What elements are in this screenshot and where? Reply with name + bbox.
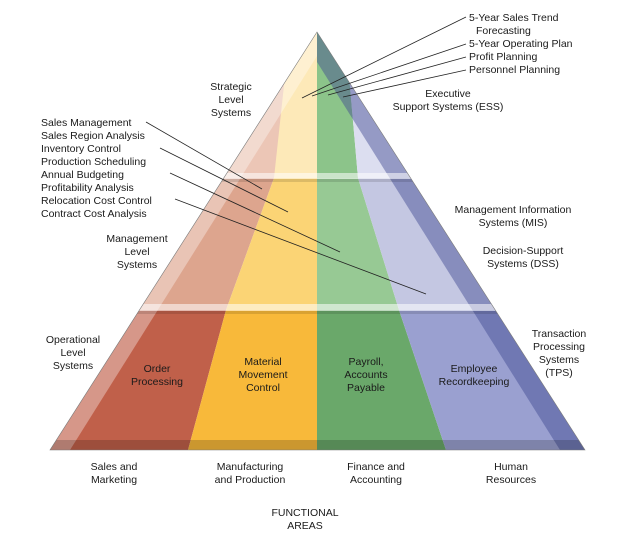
svg-text:Strategic: Strategic [210, 81, 251, 93]
operational-level-label: Operational Level Systems [46, 334, 100, 372]
svg-text:Transaction: Transaction [532, 328, 587, 340]
mgmt-item-relocation-cost-control: Relocation Cost Control [41, 195, 152, 207]
management-manufacturing-column [226, 178, 317, 310]
svg-text:Human: Human [494, 461, 528, 473]
executive-items: 5-Year Sales Trend Forecasting 5-Year Op… [469, 12, 573, 76]
svg-text:Level: Level [124, 246, 149, 258]
management-level-label: Management Level Systems [106, 233, 167, 271]
svg-text:Sales and: Sales and [91, 461, 138, 473]
svg-text:Marketing: Marketing [91, 474, 137, 486]
mgmt-item-sales-region-analysis: Sales Region Analysis [41, 130, 145, 142]
svg-text:Systems: Systems [53, 360, 93, 372]
svg-text:Management Information: Management Information [455, 204, 572, 216]
svg-text:(TPS): (TPS) [545, 367, 572, 379]
mgmt-item-annual-budgeting: Annual Budgeting [41, 169, 124, 181]
mgmt-item-sales-management: Sales Management [41, 117, 132, 129]
svg-text:Control: Control [246, 382, 280, 394]
svg-text:Operational: Operational [46, 334, 100, 346]
mgmt-item-contract-cost-analysis: Contract Cost Analysis [41, 208, 147, 220]
leader-lines [145, 16, 467, 295]
svg-text:Manufacturing: Manufacturing [217, 461, 284, 473]
management-items: Sales Management Sales Region Analysis I… [41, 117, 152, 220]
svg-text:FUNCTIONAL: FUNCTIONAL [271, 507, 338, 519]
svg-text:and Production: and Production [215, 474, 286, 486]
svg-text:Material: Material [244, 356, 281, 368]
svg-text:Movement: Movement [238, 369, 287, 381]
svg-text:Management: Management [106, 233, 167, 245]
svg-text:Resources: Resources [486, 474, 536, 486]
mgmt-item-profitability-analysis: Profitability Analysis [41, 182, 134, 194]
svg-text:Order: Order [144, 363, 171, 375]
area-human-resources: Human Resources [486, 461, 536, 486]
mgmt-item-production-scheduling: Production Scheduling [41, 156, 146, 168]
tps-label: Transaction Processing Systems (TPS) [532, 328, 587, 379]
svg-text:Accounts: Accounts [344, 369, 387, 381]
operational-finance-column [317, 310, 446, 450]
svg-text:Executive: Executive [425, 88, 471, 100]
strategic-level-label: Strategic Level Systems [210, 81, 251, 119]
svg-text:Level: Level [218, 94, 243, 106]
svg-text:Payable: Payable [347, 382, 385, 394]
svg-text:Systems: Systems [211, 107, 251, 119]
svg-text:Systems: Systems [539, 354, 579, 366]
cell-employee-recordkeeping: Employee Recordkeeping [439, 363, 510, 388]
exec-item-personnel-planning: Personnel Planning [469, 64, 560, 76]
management-finance-column [317, 178, 399, 310]
cell-order-processing: Order Processing [131, 363, 183, 388]
svg-text:Finance and: Finance and [347, 461, 405, 473]
mgmt-item-inventory-control: Inventory Control [41, 143, 121, 155]
svg-text:Level: Level [60, 347, 85, 359]
ess-label: Executive Support Systems (ESS) [393, 88, 504, 113]
dss-label: Decision-Support Systems (DSS) [483, 245, 564, 270]
area-manufacturing-production: Manufacturing and Production [215, 461, 286, 486]
svg-text:Employee: Employee [451, 363, 498, 375]
area-finance-accounting: Finance and Accounting [347, 461, 405, 486]
cell-payroll-accounts-payable: Payroll, Accounts Payable [344, 356, 387, 394]
svg-text:Accounting: Accounting [350, 474, 402, 486]
svg-text:Processing: Processing [533, 341, 585, 353]
strategic-manufacturing-column [274, 32, 317, 178]
exec-item-sales-trend: 5-Year Sales Trend [469, 12, 559, 24]
operational-manufacturing-column [188, 310, 317, 450]
svg-text:Decision-Support: Decision-Support [483, 245, 564, 257]
svg-text:Systems (MIS): Systems (MIS) [479, 217, 548, 229]
exec-item-sales-trend-cont: Forecasting [476, 25, 531, 37]
svg-text:Recordkeeping: Recordkeeping [439, 376, 510, 388]
strategic-management-separator [50, 173, 585, 179]
svg-text:Payroll,: Payroll, [348, 356, 383, 368]
svg-text:Systems: Systems [117, 259, 157, 271]
functional-areas-caption: FUNCTIONAL AREAS [271, 507, 338, 532]
exec-item-profit-planning: Profit Planning [469, 51, 537, 63]
pyramid-base-shadow [50, 440, 585, 450]
svg-text:Systems (DSS): Systems (DSS) [487, 258, 559, 270]
area-sales-marketing: Sales and Marketing [91, 461, 138, 486]
svg-text:Support Systems (ESS): Support Systems (ESS) [393, 101, 504, 113]
svg-text:Processing: Processing [131, 376, 183, 388]
pyramid-outline [49, 31, 586, 451]
mis-label: Management Information Systems (MIS) [455, 204, 572, 229]
cell-material-movement-control: Material Movement Control [238, 356, 287, 394]
exec-item-operating-plan: 5-Year Operating Plan [469, 38, 573, 50]
svg-text:AREAS: AREAS [287, 520, 323, 532]
management-operational-separator [50, 304, 585, 311]
